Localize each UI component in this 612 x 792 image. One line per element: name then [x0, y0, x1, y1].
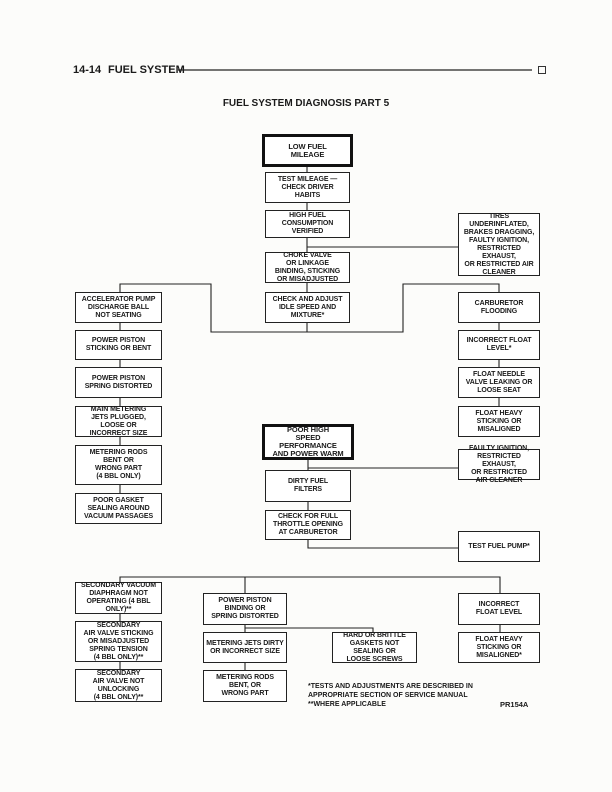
box-test-fuel-pump: TEST FUEL PUMP* [458, 531, 540, 562]
box-secondary-air-unlocking: SECONDARY AIR VALVE NOT UNLOCKING (4 BBL… [75, 669, 162, 702]
box-power-piston-sticking: POWER PISTON STICKING OR BENT [75, 330, 162, 360]
figure-code: PR154A [500, 700, 529, 709]
box-high-fuel-consumption: HIGH FUEL CONSUMPTION VERIFIED [265, 210, 350, 238]
header-square-mark [538, 66, 546, 74]
box-incorrect-float-level: INCORRECT FLOAT LEVEL* [458, 330, 540, 360]
footnote: *TESTS AND ADJUSTMENTS ARE DESCRIBED IN … [308, 683, 473, 708]
box-full-throttle: CHECK FOR FULL THROTTLE OPENING AT CARBU… [265, 510, 351, 540]
box-accelerator-pump: ACCELERATOR PUMP DISCHARGE BALL NOT SEAT… [75, 292, 162, 323]
box-poor-high-speed: POOR HIGH SPEED PERFORMANCE AND POWER WA… [262, 424, 354, 460]
box-power-piston-spring: POWER PISTON SPRING DISTORTED [75, 367, 162, 398]
box-metering-jets-dirty: METERING JETS DIRTY OR INCORRECT SIZE [203, 632, 287, 663]
box-idle-speed: CHECK AND ADJUST IDLE SPEED AND MIXTURE* [265, 292, 350, 323]
box-secondary-vacuum: SECONDARY VACUUM DIAPHRAGM NOT OPERATING… [75, 582, 162, 614]
box-secondary-air-sticking: SECONDARY AIR VALVE STICKING OR MISADJUS… [75, 621, 162, 662]
box-main-metering-jets: MAIN METERING JETS PLUGGED, LOOSE OR INC… [75, 406, 162, 437]
section-title: FUEL SYSTEM [108, 64, 185, 76]
box-float-heavy: FLOAT HEAVY STICKING OR MISALIGNED [458, 406, 540, 437]
box-test-mileage: TEST MILEAGE — CHECK DRIVER HABITS [265, 172, 350, 203]
box-metering-rods-bent: METERING RODS BENT, OR WRONG PART [203, 670, 287, 702]
box-carburetor-flooding: CARBURETOR FLOODING [458, 292, 540, 323]
box-power-piston-binding: POWER PISTON BINDING OR SPRING DISTORTED [203, 593, 287, 625]
diagram-title: FUEL SYSTEM DIAGNOSIS PART 5 [222, 98, 390, 109]
box-poor-gasket: POOR GASKET SEALING AROUND VACUUM PASSAG… [75, 493, 162, 524]
box-tires: TIRES UNDERINFLATED, BRAKES DRAGGING, FA… [458, 213, 540, 276]
box-float-needle: FLOAT NEEDLE VALVE LEAKING OR LOOSE SEAT [458, 367, 540, 398]
box-dirty-fuel-filters: DIRTY FUEL FILTERS [265, 470, 351, 502]
box-float-heavy-2: FLOAT HEAVY STICKING OR MISALIGNED* [458, 632, 540, 663]
box-incorrect-float-level-2: INCORRECT FLOAT LEVEL [458, 593, 540, 625]
box-low-fuel-mileage: LOW FUEL MILEAGE [262, 134, 353, 167]
box-choke-valve: CHOKE VALVE OR LINKAGE BINDING, STICKING… [265, 252, 350, 283]
box-hard-gaskets: HARD OR BRITTLE GASKETS NOT SEALING OR L… [332, 632, 417, 663]
box-faulty-ignition: FAULTY IGNITION, RESTRICTED EXHAUST, OR … [458, 445, 540, 484]
page-number: 14-14 [73, 64, 102, 76]
box-metering-rods-4bbl: METERING RODS BENT OR WRONG PART (4 BBL … [75, 445, 162, 485]
